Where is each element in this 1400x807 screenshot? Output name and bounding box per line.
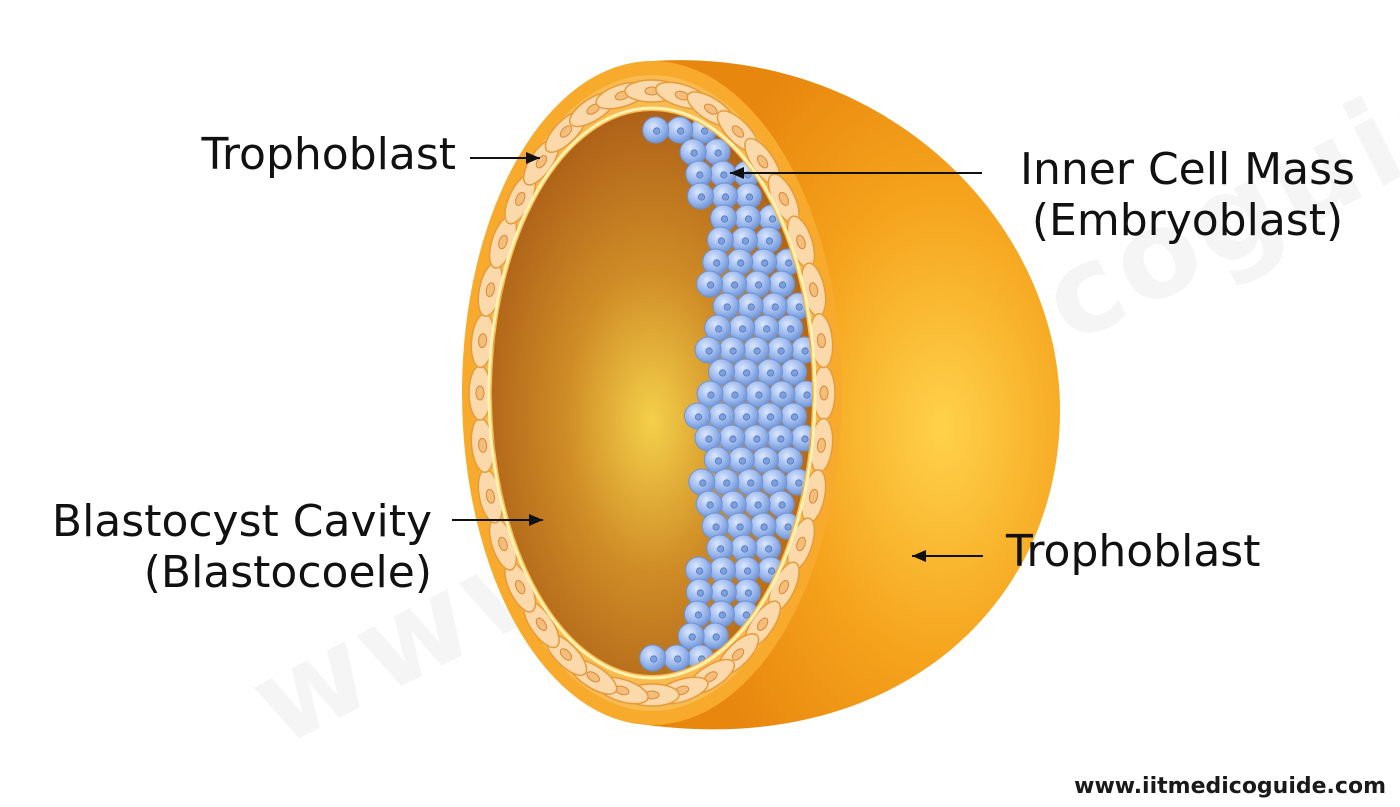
label-trophoblast-right: Trophoblast (1006, 526, 1261, 577)
inner-cell (780, 402, 807, 430)
inner-cell (751, 446, 779, 474)
inner-cell (742, 424, 770, 452)
site-url: www.iitmedicoguide.com (1074, 774, 1386, 799)
inner-cell (684, 402, 711, 430)
inner-cell (734, 204, 761, 232)
inner-cell (708, 402, 735, 430)
inner-cell (756, 358, 784, 386)
arrow-trophoblast-right (912, 550, 983, 562)
trophoblast-cell (470, 417, 495, 474)
inner-cell (701, 512, 729, 540)
trophoblast-cell (488, 517, 518, 571)
inner-cell (752, 314, 780, 342)
trophoblast-cell (468, 365, 492, 421)
inner-cell (702, 248, 730, 276)
inner-cell (703, 446, 731, 474)
inner-cell (744, 270, 772, 298)
inner-cell (695, 490, 723, 518)
inner-cell (720, 380, 748, 408)
inner-cell (730, 226, 758, 254)
inner-cell (688, 468, 716, 496)
inner-cell (679, 138, 707, 166)
inner-cell (708, 358, 736, 386)
inner-cell (696, 270, 724, 298)
inner-cell (749, 512, 777, 540)
inner-cell (642, 116, 670, 144)
inner-cell (687, 182, 714, 210)
inner-cell (694, 336, 722, 364)
label-inner-cell-mass: Inner Cell Mass (Embryoblast) (1020, 144, 1355, 246)
inner-cell (744, 380, 772, 408)
inner-cell (696, 380, 724, 408)
inner-cell (725, 512, 753, 540)
inner-cell (685, 578, 713, 606)
inner-cell (766, 424, 794, 452)
trophoblast-cell-ring (468, 79, 836, 707)
trophoblast-cell (812, 365, 836, 421)
trophoblast-cell (809, 312, 834, 369)
rim-inner-edge (487, 106, 817, 680)
inner-cell (756, 402, 783, 430)
inner-cell (706, 226, 734, 254)
label-arrows (452, 152, 983, 562)
inner-cell (750, 248, 778, 276)
inner-cell (780, 358, 808, 386)
inner-cell (706, 534, 734, 562)
inner-cell-mass (639, 116, 812, 672)
label-blastocyst-cavity: Blastocyst Cavity (Blastocoele) (51, 496, 432, 598)
inner-cell (685, 160, 713, 188)
arrow-blastocyst-cavity (452, 514, 543, 526)
label-trophoblast-top: Trophoblast (201, 129, 456, 180)
inner-cell (639, 644, 667, 672)
inner-cell (792, 380, 812, 408)
inner-cell (743, 490, 771, 518)
arrow-trophoblast-top (470, 152, 540, 164)
inner-cell (768, 380, 796, 408)
inner-cell (754, 226, 782, 254)
inner-cell (683, 600, 711, 628)
inner-cell (663, 644, 691, 672)
arrow-inner-cell-mass (730, 167, 982, 179)
inner-cell (666, 116, 694, 144)
inner-cell (701, 622, 729, 650)
